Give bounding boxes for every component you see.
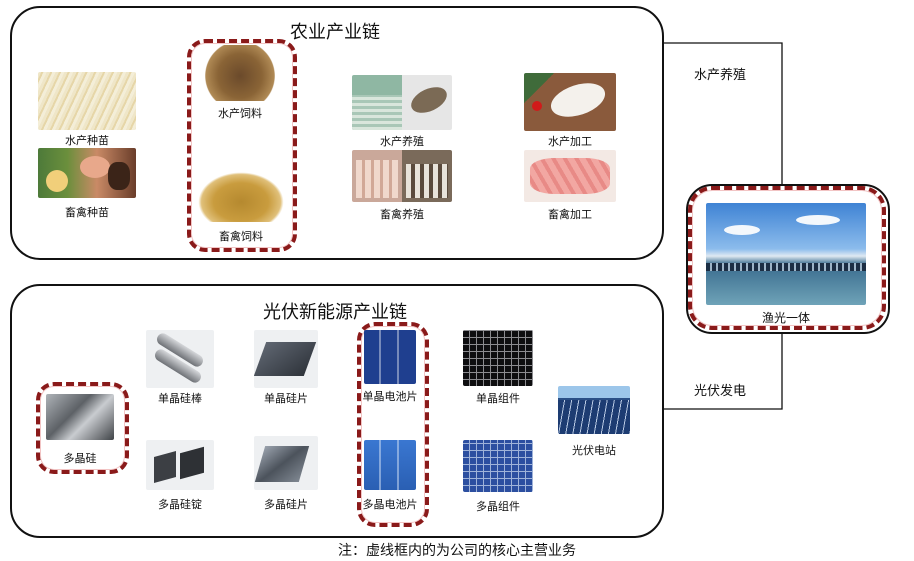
livestock-feed-image xyxy=(198,172,284,222)
poly-module-node: 多晶组件 xyxy=(463,440,533,513)
poly-ingot-node: 多晶硅锭 xyxy=(146,440,214,511)
mono-cell-label: 单晶电池片 xyxy=(362,390,418,403)
poly-module-label: 多晶组件 xyxy=(476,500,520,513)
aquaculture-link-label: 水产养殖 xyxy=(694,68,747,83)
polysilicon-label: 多晶硅 xyxy=(63,452,97,465)
livestock-processing-image xyxy=(524,150,616,202)
livestock-feed-label: 畜禽饲料 xyxy=(219,230,263,243)
mono-wafer-label: 单晶硅片 xyxy=(264,392,308,405)
aquatic-feed-image xyxy=(202,45,278,101)
fishery-pv-image xyxy=(706,203,866,305)
aquatic-feed-label: 水产饲料 xyxy=(218,107,262,120)
poly-module-image xyxy=(463,440,533,492)
livestock-farming-label: 畜禽养殖 xyxy=(380,208,424,221)
pv-station-image xyxy=(558,386,630,434)
poly-ingot-label: 多晶硅锭 xyxy=(158,498,202,511)
mono-ingot-node: 单晶硅棒 xyxy=(146,330,214,405)
poly-wafer-node: 多晶硅片 xyxy=(254,436,318,511)
aquatic-seed-image xyxy=(38,72,136,130)
fishery-pv-node: 渔光一体 xyxy=(706,203,866,327)
livestock-processing-label: 畜禽加工 xyxy=(548,208,592,221)
mono-cell-image xyxy=(364,330,416,384)
core-box-fishery-pv xyxy=(688,186,886,330)
poly-cell-node: 多晶电池片 xyxy=(363,440,418,511)
pv-station-label: 光伏电站 xyxy=(572,444,616,457)
polysilicon-image xyxy=(46,394,114,440)
poly-cell-label: 多晶电池片 xyxy=(362,498,418,511)
mono-wafer-image xyxy=(254,330,318,388)
poly-wafer-image xyxy=(254,436,318,490)
aquatic-processing-node: 水产加工 xyxy=(524,73,616,148)
agriculture-chain-title: 农业产业链 xyxy=(290,22,380,43)
core-box-feed xyxy=(187,39,297,252)
aquatic-seed-label: 水产种苗 xyxy=(65,134,109,147)
livestock-seed-node: 畜禽种苗 xyxy=(38,148,136,219)
agriculture-chain-panel xyxy=(10,6,664,260)
pv-link-label: 光伏发电 xyxy=(694,384,747,399)
link-station-to-fishery xyxy=(632,330,783,410)
aquatic-seed-node: 水产种苗 xyxy=(38,72,136,147)
aquatic-processing-image xyxy=(524,73,616,131)
aquaculture-node: 水产养殖 xyxy=(352,75,452,148)
poly-cell-image xyxy=(364,440,416,490)
aquatic-processing-label: 水产加工 xyxy=(548,135,592,148)
pv-chain-title: 光伏新能源产业链 xyxy=(263,302,407,323)
footnote: 注：虚线框内的为公司的核心主营业务 xyxy=(338,543,576,559)
core-box-polysilicon xyxy=(36,382,129,474)
mono-cell-node: 单晶电池片 xyxy=(363,330,418,404)
livestock-processing-node: 畜禽加工 xyxy=(524,150,616,221)
pv-chain-panel xyxy=(10,284,664,538)
livestock-feed-node: 畜禽饲料 xyxy=(198,172,284,243)
mono-wafer-node: 单晶硅片 xyxy=(254,330,318,405)
core-box-cells xyxy=(357,322,429,527)
livestock-seed-label: 畜禽种苗 xyxy=(65,206,109,219)
mono-module-label: 单晶组件 xyxy=(476,392,520,405)
aquaculture-label: 水产养殖 xyxy=(380,135,424,148)
mono-module-node: 单晶组件 xyxy=(463,330,533,405)
fishery-pv-label: 渔光一体 xyxy=(761,311,810,325)
livestock-farming-node: 畜禽养殖 xyxy=(352,150,452,221)
mono-ingot-image xyxy=(146,330,214,388)
mono-module-image xyxy=(463,330,533,386)
poly-wafer-label: 多晶硅片 xyxy=(264,498,308,511)
mono-ingot-label: 单晶硅棒 xyxy=(158,392,202,405)
livestock-seed-image xyxy=(38,148,136,198)
aquatic-feed-node: 水产饲料 xyxy=(202,45,278,120)
polysilicon-node: 多晶硅 xyxy=(46,394,114,465)
pv-station-node: 光伏电站 xyxy=(558,386,630,457)
poly-ingot-image xyxy=(146,440,214,490)
aquaculture-image xyxy=(352,75,452,130)
livestock-farming-image xyxy=(352,150,452,202)
